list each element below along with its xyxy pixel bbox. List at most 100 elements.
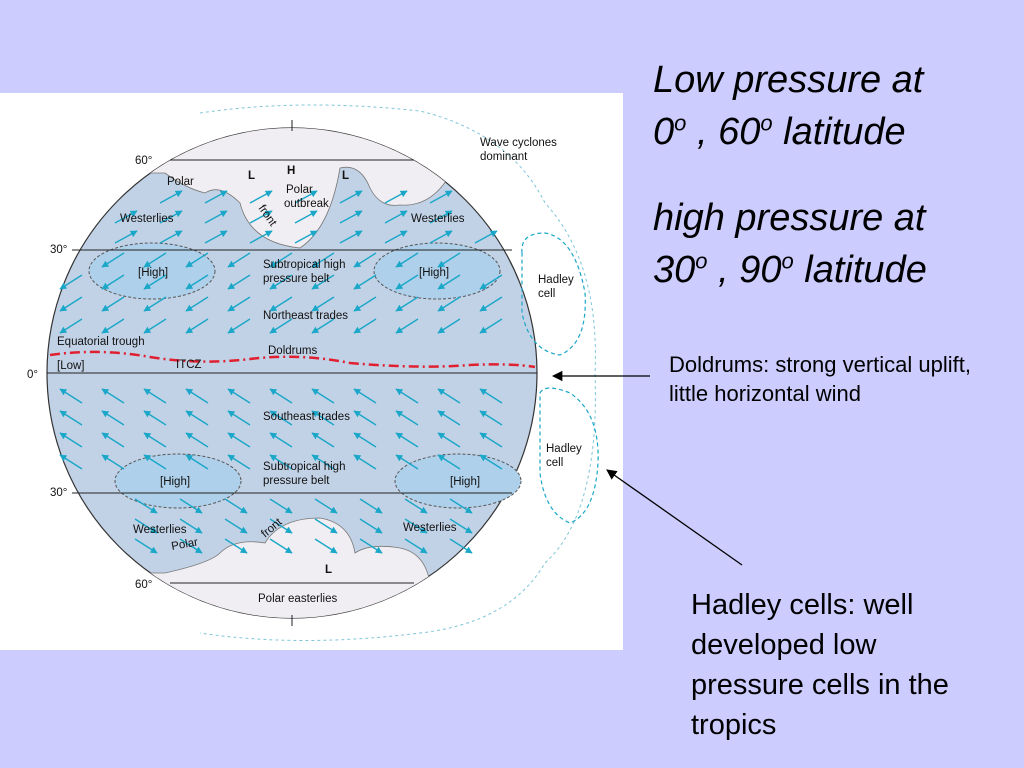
doldrums-note: Doldrums: strong vertical uplift, little… [669, 352, 971, 406]
wind-arrow [395, 410, 419, 426]
wind-arrow [269, 296, 293, 312]
wind-arrow [227, 410, 251, 426]
headline-high-prefix: high pressure at [653, 197, 926, 239]
wind-arrow [395, 388, 419, 404]
wind-arrow [159, 190, 183, 204]
label-polar-north: Polar [167, 176, 194, 188]
wind-arrow [294, 230, 318, 244]
wind-arrow [269, 252, 293, 268]
wind-arrow [314, 518, 338, 534]
wind-arrow [143, 454, 167, 470]
wind-arrow [114, 230, 138, 244]
wind-arrow [249, 190, 273, 204]
headline-high-pressure: high pressure at 30o , 90o latitude [653, 192, 1003, 296]
high-pressure-cell-se [394, 453, 522, 509]
wind-arrow [437, 432, 461, 448]
wind-arrow [294, 210, 318, 224]
label-subtropical-s-2: pressure belt [263, 475, 330, 487]
wind-arrow [227, 296, 251, 312]
wind-arrow [294, 190, 318, 204]
wind-arrow [353, 252, 377, 268]
wind-arrow [311, 252, 335, 268]
wind-arrow [134, 538, 158, 554]
wind-arrow [353, 432, 377, 448]
wind-arrow [227, 388, 251, 404]
label-hadley-cell-n-2: cell [538, 288, 555, 300]
wind-arrow [479, 388, 503, 404]
wind-arrow [479, 454, 503, 470]
wind-arrow [359, 518, 383, 534]
wind-arrow [353, 410, 377, 426]
wind-arrow [359, 498, 383, 514]
wind-arrow [479, 274, 503, 290]
wind-arrow [395, 252, 419, 268]
wind-arrow [204, 190, 228, 204]
wind-arrow [269, 538, 293, 554]
wind-arrow [59, 318, 83, 334]
headline-high-b: , 90 [718, 249, 782, 291]
headline-low-c: latitude [783, 111, 906, 153]
wind-arrow [269, 274, 293, 290]
wind-arrow [185, 454, 209, 470]
lat-label-eq: 0° [27, 369, 38, 381]
wind-arrow [384, 210, 408, 224]
wind-arrow [269, 410, 293, 426]
wind-arrow [479, 410, 503, 426]
label-h: H [287, 165, 295, 177]
wind-arrow [395, 432, 419, 448]
globe-figure: Wave cyclones dominant Polar L H L Polar… [27, 104, 599, 641]
wind-arrow [143, 274, 167, 290]
wind-arrow [353, 454, 377, 470]
wind-arrow [227, 252, 251, 268]
itcz-line [49, 350, 536, 369]
degree-sup: o [760, 110, 773, 136]
wind-arrow [449, 518, 473, 534]
wind-arrow [204, 210, 228, 224]
label-low: [Low] [57, 360, 85, 372]
wind-arrow [185, 252, 209, 268]
wind-arrow [114, 210, 138, 224]
hadley-cell-loop-south [539, 387, 599, 524]
wind-arrow [311, 388, 335, 404]
wind-arrow [429, 190, 453, 204]
label-subtropical-n-2: pressure belt [263, 273, 330, 285]
wind-arrow [185, 432, 209, 448]
wind-arrow [353, 318, 377, 334]
wind-arrow [437, 410, 461, 426]
headline-high-a: 30 [653, 249, 696, 291]
wind-arrow [59, 410, 83, 426]
wind-arrow [101, 410, 125, 426]
label-itcz: ITCZ [176, 359, 202, 371]
wind-arrow [59, 454, 83, 470]
label-polar-outbreak-2: outbreak [284, 198, 329, 210]
wind-arrow [143, 318, 167, 334]
wind-arrows [59, 190, 503, 554]
label-hadley-cell-s-2: cell [546, 457, 563, 469]
label-ne-trades: Northeast trades [263, 310, 348, 322]
wind-arrow [353, 296, 377, 312]
wind-arrow [179, 498, 203, 514]
wind-arrow [311, 410, 335, 426]
hadley-note: Hadley cells: well developed low pressur… [691, 589, 949, 741]
wind-arrow [269, 498, 293, 514]
wind-arrow [59, 274, 83, 290]
wind-arrow [437, 454, 461, 470]
wind-arrow [429, 230, 453, 244]
wind-arrow [384, 230, 408, 244]
label-dominant: dominant [480, 151, 528, 163]
label-subtropical-n-1: Subtropical high [263, 259, 345, 271]
high-pressure-cell-nw [88, 242, 216, 300]
wind-arrow [437, 252, 461, 268]
wind-arrow [179, 518, 203, 534]
high-pressure-cell-sw [114, 453, 242, 509]
wind-arrow [339, 210, 363, 224]
wind-arrow [395, 454, 419, 470]
label-westerlies-se: Westerlies [403, 522, 457, 534]
wind-arrow [227, 274, 251, 290]
wind-arrow [101, 388, 125, 404]
label-doldrums: Doldrums [268, 345, 317, 357]
wind-arrow [404, 518, 428, 534]
lat-label-s60: 60° [135, 579, 152, 591]
wind-arrow [224, 538, 248, 554]
wind-arrow [395, 274, 419, 290]
